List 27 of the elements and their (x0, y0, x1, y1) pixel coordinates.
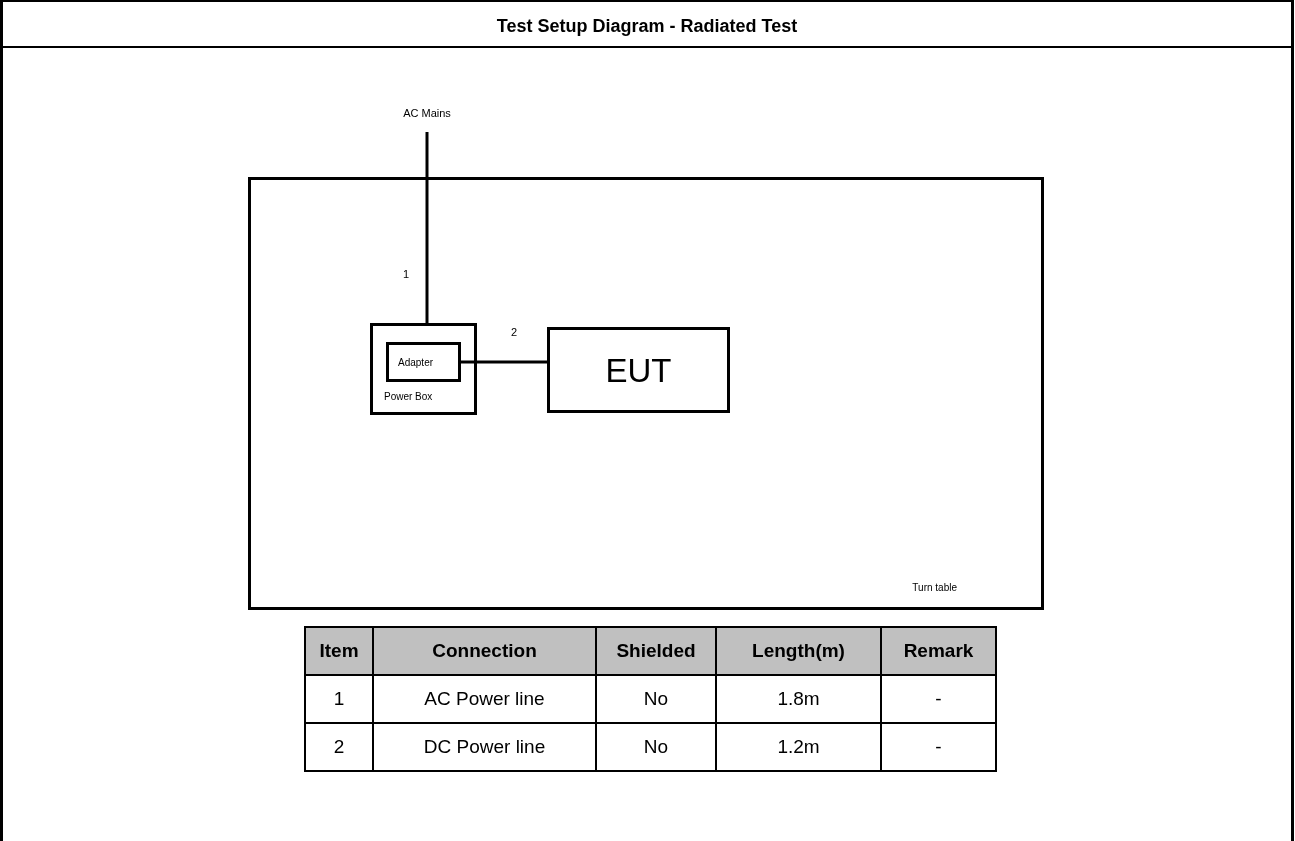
table-cell: No (596, 675, 716, 723)
header-cell: Shielded (596, 627, 716, 675)
table-cell: 1.2m (716, 723, 881, 771)
node-label: AC Mains (403, 105, 451, 121)
table-cell: - (881, 675, 996, 723)
turntable-box (248, 177, 1044, 610)
node-label: EUT (605, 353, 672, 387)
header-cell: Remark (881, 627, 996, 675)
eut-box (547, 327, 730, 413)
header-cell: Item (305, 627, 373, 675)
node-label: Turn table (912, 581, 957, 595)
power-box (370, 323, 477, 415)
table-cell: AC Power line (373, 675, 596, 723)
table-cell: - (881, 723, 996, 771)
header-cell: Length(m) (716, 627, 881, 675)
table-cell: 1.8m (716, 675, 881, 723)
header-cell: Connection (373, 627, 596, 675)
adapter-box (386, 342, 461, 382)
cable-line (425, 132, 429, 323)
table-cell: No (596, 723, 716, 771)
node-label: Power Box (384, 390, 433, 404)
table-cell: 2 (305, 723, 373, 771)
table-cell: DC Power line (373, 723, 596, 771)
cable-line (461, 360, 547, 364)
node-label: Adapter (398, 355, 434, 370)
table-cell: 1 (305, 675, 373, 723)
title: Test Setup Diagram - Radiated Test (496, 16, 798, 36)
